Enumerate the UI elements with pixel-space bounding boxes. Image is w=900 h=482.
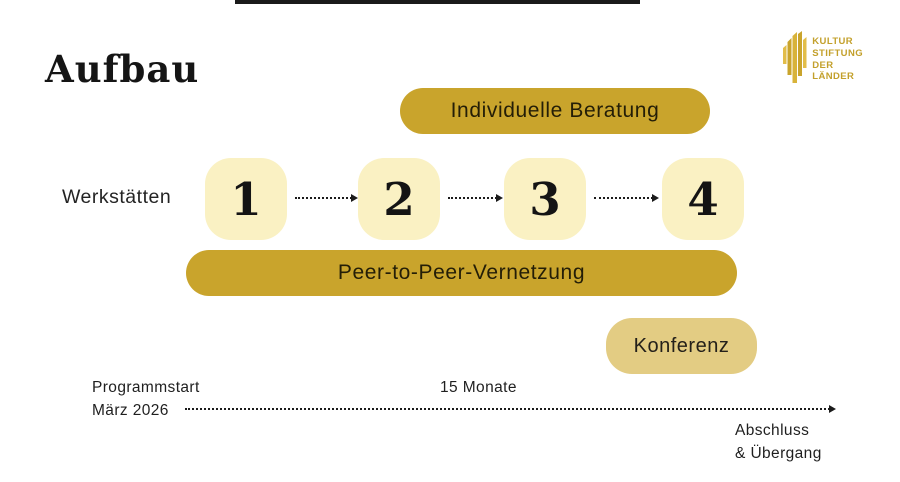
logo-line: DER [812,59,834,71]
workshop-step-2: 2 [358,158,440,240]
timeline-end-label: Abschluss & Übergang [735,419,822,465]
timeline-start-line1: Programmstart [92,379,200,396]
top-edge-bar [235,0,640,4]
timeline-start-label: Programmstart März 2026 [92,376,200,422]
logo-line: KULTUR [812,36,854,47]
timeline-end-line2: & Übergang [735,445,822,462]
timeline-start-line2: März 2026 [92,402,169,419]
individual-consulting-pill: Individuelle Beratung [400,88,710,134]
logo-bars-icon [783,31,807,88]
workshop-step-1: 1 [205,158,287,240]
kulturstiftung-logo: KULTUR STIFTUNG DER LÄNDER [783,31,863,88]
peer-networking-pill: Peer-to-Peer-Vernetzung [186,250,737,296]
timeline-duration-label: 15 Monate [440,379,517,396]
workshops-row-label: Werkstätten [62,186,172,208]
logo-line: STIFTUNG [812,47,863,59]
timeline-end-line1: Abschluss [735,422,810,439]
workshop-step-4: 4 [662,158,744,240]
logo-wordmark: KULTUR STIFTUNG DER LÄNDER [812,31,863,83]
page-title: Aufbau [45,47,200,91]
dotted-arrow-icon [448,194,503,202]
dotted-arrow-icon [295,194,358,202]
conference-box: Konferenz [606,318,757,374]
logo-line: LÄNDER [812,71,855,83]
timeline-dotted-arrow-icon [185,405,836,413]
dotted-arrow-icon [594,194,659,202]
workshop-step-3: 3 [504,158,586,240]
